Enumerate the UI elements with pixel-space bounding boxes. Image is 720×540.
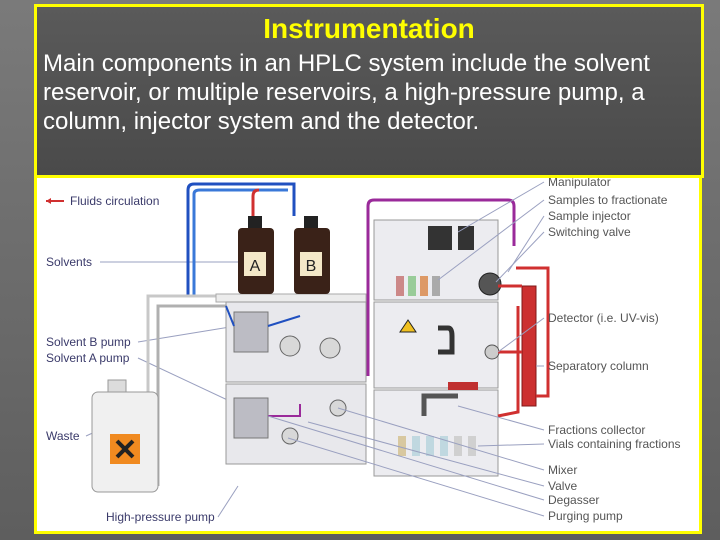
fraction-cabinet [373, 219, 550, 477]
label-waste: Waste [46, 429, 80, 443]
label-detector: Detector (i.e. UV-vis) [548, 311, 659, 325]
label-collector: Fractions collector [548, 423, 645, 437]
title-box: Instrumentation Main components in an HP… [34, 4, 704, 178]
label-pump-b: Solvent B pump [46, 335, 131, 349]
bottle-b-label: B [306, 258, 317, 275]
label-samples: Samples to fractionate [548, 193, 668, 207]
hplc-diagram: Fluids circulation Solvents Solvent B pu… [46, 176, 681, 524]
solvent-bottles: A B [215, 216, 367, 303]
left-pointers [85, 261, 248, 518]
label-valve: Valve [548, 479, 577, 493]
label-degasser: Degasser [548, 493, 599, 507]
label-hp-pump: High-pressure pump [106, 510, 215, 524]
label-vials: Vials containing fractions [548, 437, 681, 451]
pump-cabinet [225, 301, 367, 465]
label-mixer: Mixer [548, 463, 577, 477]
label-solvents: Solvents [46, 255, 92, 269]
waste-container [91, 379, 159, 493]
label-purging: Purging pump [548, 509, 623, 523]
label-fluids: Fluids circulation [70, 194, 159, 208]
bottle-a-label: A [250, 258, 261, 275]
fluids-legend: Fluids circulation [46, 194, 159, 208]
label-column: Separatory column [548, 359, 649, 373]
label-manipulator: Manipulator [548, 176, 611, 189]
label-switching: Switching valve [548, 225, 631, 239]
fraction-vials [398, 436, 476, 456]
label-injector: Sample injector [548, 209, 631, 223]
label-pump-a: Solvent A pump [46, 351, 130, 365]
separatory-column [521, 285, 537, 407]
right-pointers [267, 181, 545, 517]
slide-body-text: Main components in an HPLC system includ… [43, 50, 650, 135]
right-labels: Manipulator Samples to fractionate Sampl… [548, 176, 681, 523]
slide-title: Instrumentation [263, 13, 475, 44]
